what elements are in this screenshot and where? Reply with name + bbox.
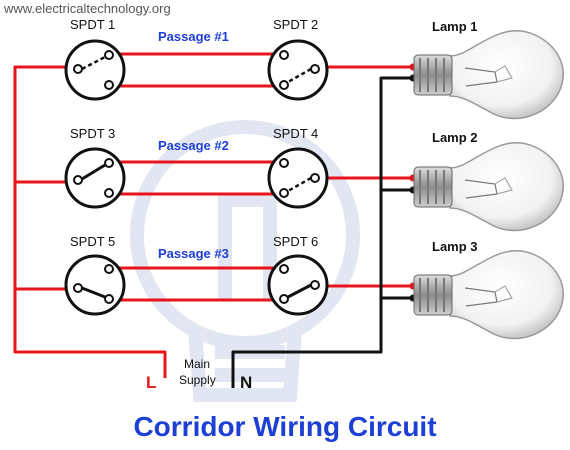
switch-label-spdt-4: SPDT 4 (273, 126, 318, 141)
live-terminal-label: L (146, 373, 156, 392)
spdt-switch-icon (267, 39, 329, 101)
spdt-switch-icon (64, 254, 126, 316)
spdt-switch-icon (64, 147, 126, 209)
lamp-label-2: Lamp 2 (432, 130, 478, 145)
passage-label-1: Passage #1 (158, 29, 229, 44)
lamp-label-3: Lamp 3 (432, 239, 478, 254)
spdt-switch-icon (267, 147, 329, 209)
light-bulb-icon (413, 30, 564, 120)
neutral-terminal-label: N (240, 373, 252, 392)
live-wiring (13, 52, 413, 378)
switch-label-spdt-5: SPDT 5 (70, 234, 115, 249)
spdt-switch-icon (267, 254, 329, 316)
supply-label-supply: Supply (179, 373, 216, 387)
light-bulb-icon (413, 142, 564, 232)
light-bulb-icon (413, 250, 564, 340)
site-url: www.electricaltechnology.org (3, 1, 171, 16)
spdt-switch-icon (64, 39, 126, 101)
lamp-label-1: Lamp 1 (432, 19, 478, 34)
supply-label-main: Main (184, 357, 210, 371)
switch-label-spdt-2: SPDT 2 (273, 17, 318, 32)
switch-label-spdt-1: SPDT 1 (70, 17, 115, 32)
diagram-title: Corridor Wiring Circuit (133, 411, 436, 442)
switch-label-spdt-3: SPDT 3 (70, 126, 115, 141)
passage-label-2: Passage #2 (158, 138, 229, 153)
passage-label-3: Passage #3 (158, 246, 229, 261)
neutral-wiring (231, 76, 413, 388)
switch-label-spdt-6: SPDT 6 (273, 234, 318, 249)
